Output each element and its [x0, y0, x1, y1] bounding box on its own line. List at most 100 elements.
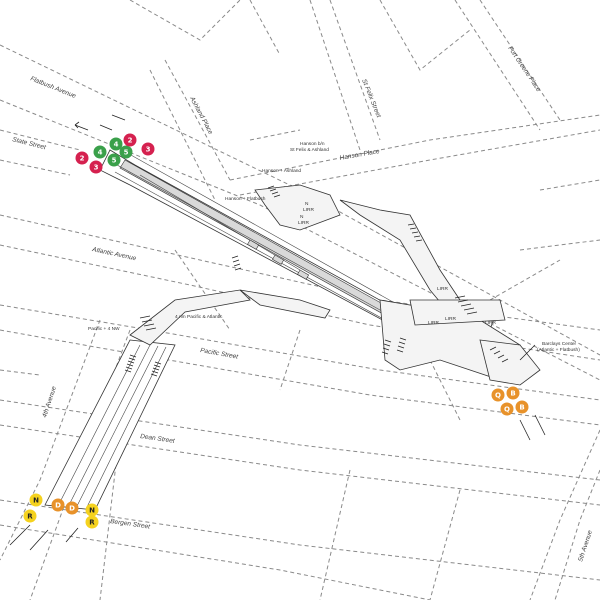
route-bullet-circle — [119, 145, 133, 159]
block-line-c — [429, 359, 461, 421]
corridor-barclays — [479, 339, 541, 386]
irt-rail-1 — [107, 159, 421, 333]
stair-pacific-east — [381, 339, 392, 355]
irt-rail-3 — [121, 149, 426, 321]
bmt-rail-4 — [85, 346, 167, 510]
route-bullet-5: 5 — [107, 153, 121, 167]
stair-atlantic — [231, 255, 242, 271]
block-line-b — [279, 329, 301, 391]
arrow-se-2 — [534, 414, 546, 436]
route-bullet-label: 4 — [98, 149, 103, 157]
arrow-nw-2 — [99, 124, 113, 131]
route-bullet-circle — [109, 137, 123, 151]
label-ashland-place: Ashland Place — [188, 95, 214, 136]
irt-rail-2 — [114, 171, 419, 339]
ashland-place-edge — [164, 59, 231, 181]
bergen-street-edge-north — [0, 499, 600, 581]
arrow-se-1 — [519, 419, 531, 441]
route-bullet-circle — [65, 501, 79, 515]
label-hanson-place: Hanson Place — [339, 148, 380, 162]
corridor-lirr-concourse — [409, 299, 506, 326]
route-bullet-circle — [51, 498, 65, 512]
stair-hanson — [267, 185, 281, 198]
route-bullet-3: 3 — [89, 160, 103, 174]
note-hanson-flatbush: Hanson + Flatbush — [225, 196, 266, 202]
label-bergen-street: Bergen Street — [110, 518, 152, 531]
route-bullet-label: Q — [504, 406, 510, 414]
route-bullet-circle — [75, 151, 89, 165]
note-lirr-6: LIRR — [485, 320, 496, 326]
bmt-rail-1 — [57, 344, 141, 507]
state-street-edge-2 — [0, 159, 71, 176]
route-bullet-circle — [89, 160, 103, 174]
note-barclays-2: (Atlantic + Flatbush) — [537, 347, 580, 353]
arrow-nw-1 — [74, 121, 89, 131]
route-bullet-label: 5 — [124, 149, 129, 157]
note-n-2: N — [300, 214, 304, 220]
north-block-line-3 — [379, 0, 471, 71]
block-line-i — [519, 239, 600, 251]
label-5th-avenue: 5th Avenue — [577, 529, 594, 562]
label-fort-greene-place: Fort Greene Place — [506, 45, 542, 93]
note-hanson-ashland: Hanson + Ashland — [262, 168, 301, 174]
pacific-street-edge-south — [0, 329, 600, 426]
route-bullet-label: D — [69, 505, 75, 513]
irt-platform — [99, 149, 426, 341]
route-bullet-label: B — [510, 390, 515, 398]
route-bullet-label: 4 — [114, 141, 119, 149]
stair-pacific-east-2 — [396, 337, 407, 353]
fifth-avenue-edge-east — [554, 469, 600, 600]
route-bullet-b: B — [506, 386, 520, 400]
route-bullet-r: R — [23, 509, 37, 523]
route-bullet-circle — [107, 153, 121, 167]
route-bullet-circle — [23, 509, 37, 523]
label-dean-street: Dean Street — [140, 433, 177, 445]
hanson-place-edge-2 — [239, 129, 600, 196]
corridor-atlantic-west — [129, 289, 251, 346]
bmt-stair-1 — [124, 354, 137, 373]
route-bullet-4: 4 — [93, 145, 107, 159]
route-bullet-circle — [506, 386, 520, 400]
block-line-a — [174, 249, 231, 331]
label-state-street: State Street — [12, 136, 48, 151]
route-bullet-d: D — [51, 498, 65, 512]
note-pacific-atlantic: 4 nm Pacific & Atlantic — [175, 314, 223, 320]
stair-atlantic-pacific — [139, 315, 157, 331]
bmt-rail-3 — [75, 345, 159, 509]
note-lirr-5: LIRR — [445, 316, 456, 322]
bergen-street-edge-south — [0, 524, 431, 600]
pacific-street-edge-north — [0, 304, 600, 401]
route-bullet-label: 3 — [94, 164, 99, 172]
label-st-felix-street: St Felix Street — [360, 78, 382, 120]
route-bullet-circle — [123, 133, 137, 147]
block-line-j — [539, 179, 600, 191]
route-bullet-2: 2 — [75, 151, 89, 165]
route-bullet-label: N — [89, 507, 95, 515]
fort-greene-place-edge-2 — [454, 0, 541, 131]
route-bullet-3: 3 — [141, 142, 155, 156]
route-bullet-r: R — [85, 515, 99, 529]
ashland-place-edge-2 — [149, 69, 216, 201]
bmt-4th-avenue-platform — [44, 339, 176, 511]
route-bullet-label: R — [27, 513, 33, 521]
stair-barclays — [489, 346, 509, 363]
note-barclays-1: Barclays Center — [542, 341, 577, 347]
route-bullet-circle — [500, 402, 514, 416]
route-bullet-circle — [29, 493, 43, 507]
map-notes: Hanson b/n St Felix & Ashland Hanson + A… — [88, 141, 580, 353]
fort-greene-place-edge — [479, 0, 561, 121]
route-bullet-b: B — [515, 400, 529, 414]
arrow-sw-1 — [9, 524, 31, 546]
route-bullet-label: R — [89, 519, 95, 527]
route-bullet-q: Q — [500, 402, 514, 416]
st-felix-street-edge-2 — [309, 0, 361, 151]
platform-detail-3 — [297, 269, 310, 280]
fourth-avenue-edge-west — [0, 319, 101, 561]
corridor-stairs — [139, 185, 509, 363]
route-bullet-label: N — [33, 497, 39, 505]
